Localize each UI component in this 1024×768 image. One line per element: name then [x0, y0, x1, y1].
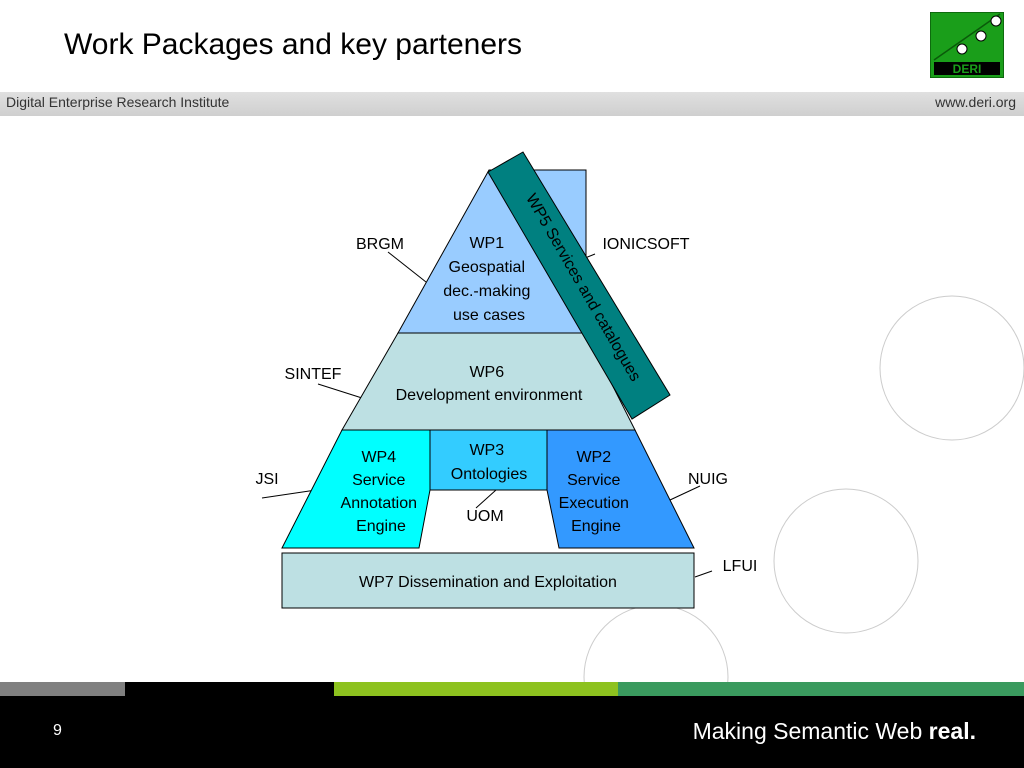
connector-uom — [475, 489, 497, 509]
wp1-line: use cases — [453, 307, 525, 324]
connector-nuig — [669, 485, 701, 501]
wp5-band — [487, 151, 671, 420]
wp3-block — [429, 429, 548, 491]
connector-lfui — [694, 570, 713, 578]
connector-sintef — [317, 383, 363, 399]
deri-logo: DERI — [930, 12, 1004, 78]
partner-jsi: JSI — [255, 471, 278, 488]
partner-uom: UOM — [466, 508, 503, 525]
footer-color-bar — [0, 682, 1024, 696]
partner-lfui: LFUI — [723, 558, 758, 575]
wp2-line: WP2 — [576, 449, 611, 466]
header-band — [0, 92, 1024, 116]
tagline-main: Making Semantic Web — [692, 718, 923, 744]
website-link[interactable]: www.deri.org — [935, 94, 1016, 110]
wp3-line: Ontologies — [451, 466, 528, 483]
footer: 9 Making Semantic Web real. — [0, 696, 1024, 768]
footer-segment-lime — [334, 682, 618, 696]
wp4-line: Annotation — [341, 495, 418, 512]
wp1-line: WP1 — [469, 235, 504, 252]
wp2-line: Engine — [571, 518, 621, 535]
wp4-label: WP4 Service Annotation Engine — [341, 449, 422, 535]
tagline-bold: real. — [928, 718, 976, 744]
wp4-block — [281, 429, 431, 549]
partner-sintef: SINTEF — [285, 366, 342, 383]
partner-brgm: BRGM — [356, 236, 404, 253]
wp3-line: WP3 — [469, 442, 504, 459]
wp6-label: WP6 Development environment — [396, 364, 583, 404]
wp4-line: WP4 — [361, 449, 396, 466]
footer-segment-green — [618, 682, 1024, 696]
logo-text: DERI — [953, 62, 982, 76]
wp1-line: dec.-making — [443, 283, 530, 300]
wp1-label: WP1 Geospatial dec.-making use cases — [443, 235, 535, 324]
page-number: 9 — [53, 722, 62, 739]
partner-nuig: NUIG — [688, 471, 728, 488]
wp6-line: Development environment — [396, 387, 583, 404]
wp3-label: WP3 Ontologies — [451, 442, 528, 483]
slide-title: Work Packages and key parteners — [64, 28, 523, 61]
institute-name: Digital Enterprise Research Institute — [6, 94, 230, 110]
wp2-line: Execution — [559, 495, 629, 512]
wp4-line: Engine — [356, 518, 406, 535]
connector-brgm — [387, 251, 427, 283]
decorative-circle — [879, 295, 1024, 441]
wp6-line: WP6 — [469, 364, 504, 381]
wp2-line: Service — [567, 472, 620, 489]
wp4-line: Service — [352, 472, 405, 489]
partner-ionicsoft: IONICSOFT — [602, 236, 689, 253]
wp7-label: WP7 Dissemination and Exploitation — [359, 574, 617, 591]
connector-jsi — [261, 489, 317, 499]
tagline: Making Semantic Web real. — [693, 718, 976, 745]
decorative-circle — [773, 488, 919, 634]
footer-segment-black — [125, 682, 334, 696]
wp2-label: WP2 Service Execution Engine — [559, 449, 634, 535]
footer-segment-gray — [0, 682, 125, 696]
wp1-line: Geospatial — [449, 259, 526, 276]
wp7-block — [281, 552, 695, 609]
